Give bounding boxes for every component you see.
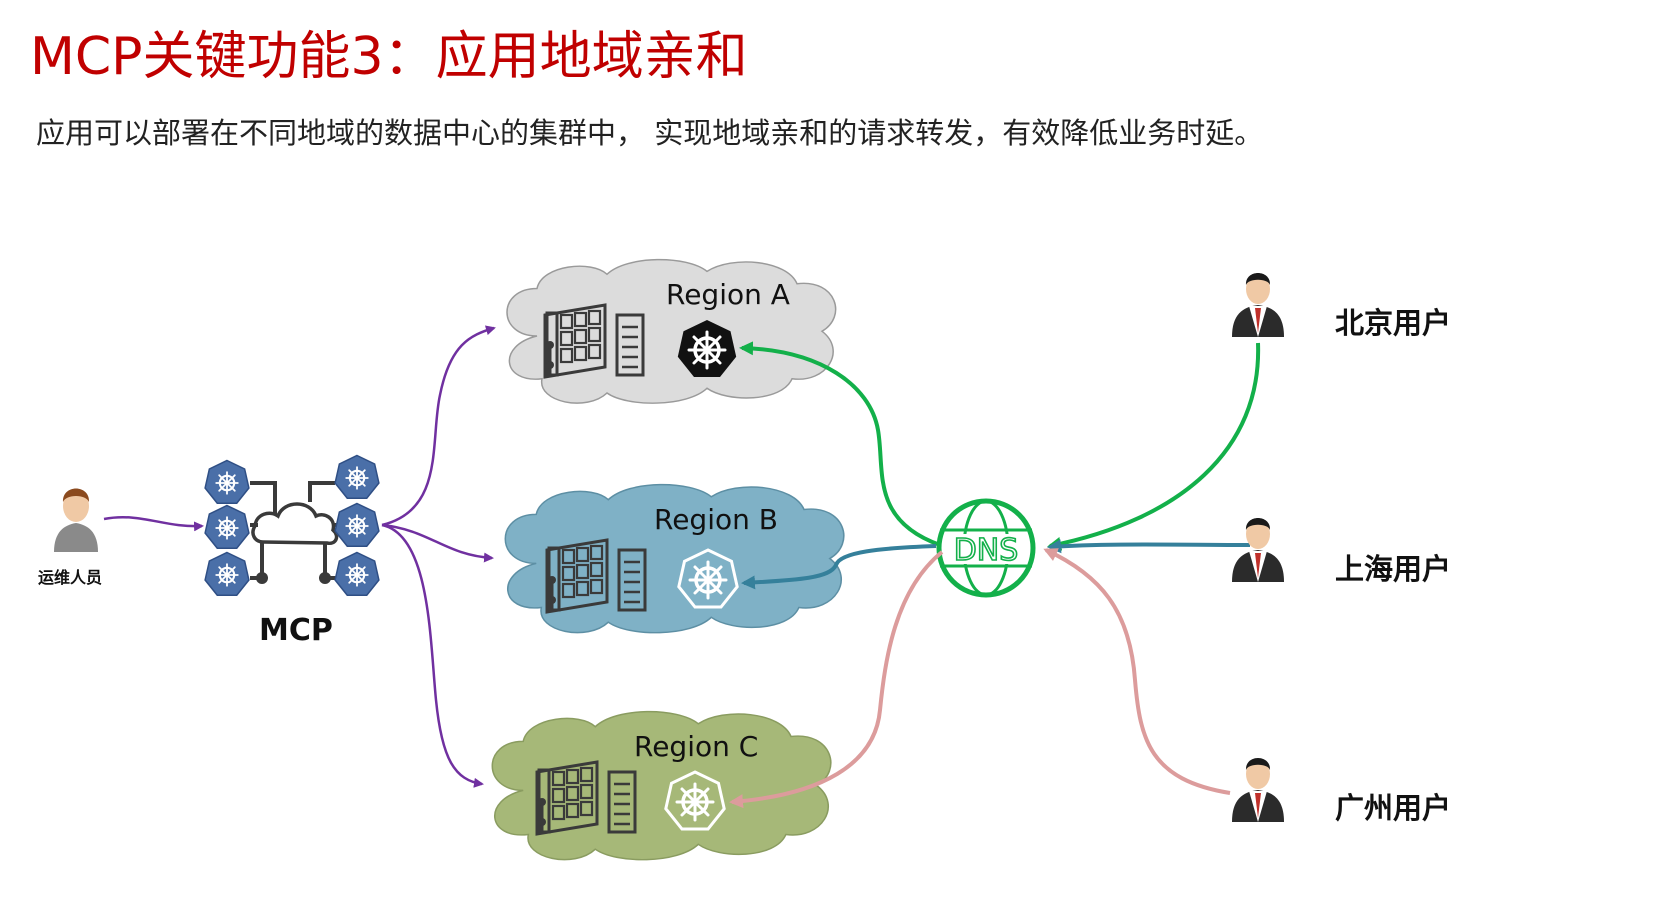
beijing-user-icon (1232, 273, 1284, 337)
mcp-to-region-b-arrow (381, 523, 494, 563)
mcp-label: MCP (259, 613, 333, 648)
beijing-user-label: 北京用户 (1335, 306, 1451, 340)
region-a-label: Region A (666, 278, 790, 311)
region-a-cloud: Region A (506, 258, 837, 404)
mcp-to-region-c-arrow (381, 523, 484, 788)
page-subtitle: 应用可以部署在不同地域的数据中心的集群中， 实现地域亲和的请求转发，有效降低业务… (36, 116, 1264, 150)
mcp-to-region-a-arrow (381, 325, 496, 527)
guangzhou-user-label: 广州用户 (1335, 791, 1451, 825)
shanghai-user-icon (1232, 518, 1284, 582)
region-b-label: Region B (654, 503, 778, 536)
operator-label: 运维人员 (38, 568, 102, 587)
region-b-cloud: Region B (504, 483, 845, 634)
guangzhou-user-icon (1232, 758, 1284, 822)
shanghai-to-dns-line (1047, 539, 1251, 554)
shanghai-user-label: 上海用户 (1335, 552, 1451, 586)
dns-to-region-a-arrow (739, 341, 941, 547)
region-c-cloud: Region C (491, 710, 832, 861)
mcp-icon (204, 454, 380, 596)
operator-to-mcp-arrow (103, 515, 204, 532)
guangzhou-to-dns-line (1043, 548, 1231, 795)
region-c-label: Region C (634, 730, 758, 763)
dns-to-region-c-arrow (729, 550, 944, 809)
dns-globe-icon: DNS (936, 498, 1036, 598)
dns-label: DNS (954, 533, 1019, 568)
dns-to-region-b-arrow (741, 544, 937, 590)
operator-person-icon (54, 488, 98, 552)
beijing-to-dns-line (1047, 342, 1261, 551)
page-title: MCP关键功能3：应用地域亲和 (30, 27, 748, 87)
